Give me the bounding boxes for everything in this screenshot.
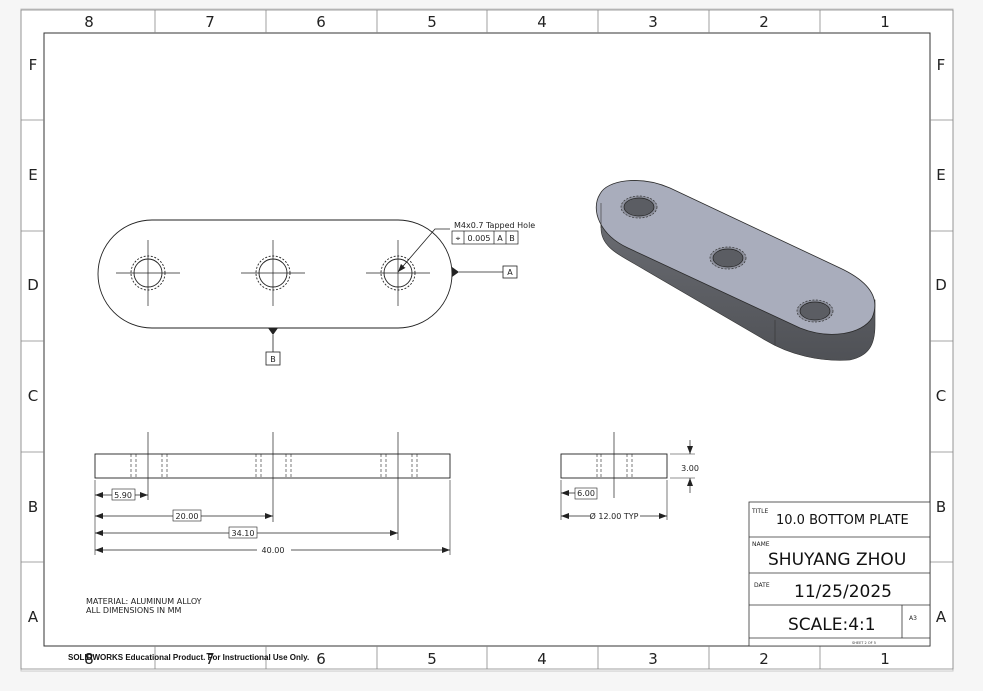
front-hidden-lines	[130, 454, 418, 478]
iso-hole-3	[796, 299, 834, 323]
sheet-size: A3	[909, 615, 917, 622]
zone-col-bottom-6: 6	[316, 650, 326, 668]
tapped-hole-3	[366, 240, 430, 306]
iso-hole-2	[709, 246, 747, 270]
side-hidden-lines	[596, 454, 633, 478]
dim-diameter-12-typ: Ø 12.00 TYP	[590, 511, 639, 521]
dim-40-00: 40.00	[262, 546, 285, 555]
name-field-label: NAME	[752, 541, 770, 548]
sheet-number: SHEET 2 OF 5	[852, 641, 876, 645]
zone-col-bottom-4: 4	[537, 650, 547, 668]
zone-col-top-3: 3	[648, 13, 658, 31]
top-view-outline	[97, 219, 453, 329]
side-view-text: 6.00 3.00 Ø 12.00 TYP	[577, 464, 699, 521]
zone-col-top-8: 8	[84, 13, 94, 31]
zone-row-left-A: A	[28, 608, 39, 626]
dim-6-00: 6.00	[577, 489, 595, 498]
tapped-hole-1	[116, 240, 180, 306]
fcf-position-symbol: ⌖	[456, 234, 461, 243]
zone-row-left-B: B	[28, 498, 38, 516]
zone-row-right-E: E	[936, 166, 945, 184]
zone-col-top-7: 7	[205, 13, 215, 31]
zone-row-left-F: F	[29, 56, 38, 74]
zone-row-right-C: C	[936, 387, 946, 405]
dim-6-00-box	[574, 487, 598, 500]
hole-callout-leader	[397, 228, 450, 273]
front-centerlines	[147, 432, 399, 540]
side-view	[560, 432, 695, 520]
zone-col-bottom-3: 3	[648, 650, 658, 668]
zone-col-bottom-1: 1	[880, 650, 890, 668]
isometric-view	[595, 180, 876, 361]
top-view	[97, 219, 519, 366]
zone-col-bottom-7: 7	[205, 650, 215, 668]
drawing-scale: SCALE:4:1	[788, 615, 876, 635]
date-field-label: DATE	[754, 582, 770, 589]
zone-col-bottom-5: 5	[427, 650, 437, 668]
zone-col-top-4: 4	[537, 13, 547, 31]
hole-callout-label: M4x0.7 Tapped Hole	[454, 221, 535, 230]
datum-b-box	[265, 351, 281, 366]
title-block-text: TITLE 10.0 BOTTOM PLATE NAME SHUYANG ZHO…	[751, 508, 917, 645]
zone-row-left-C: C	[28, 387, 38, 405]
zone-row-left-D: D	[27, 276, 39, 294]
dim-34-10: 34.10	[232, 529, 255, 538]
front-dim-boxes	[111, 488, 258, 539]
zone-row-right-F: F	[937, 56, 946, 74]
fcf-datum-b: B	[509, 234, 515, 243]
zone-ticks	[21, 10, 953, 669]
zone-col-bottom-8: 8	[84, 650, 94, 668]
datum-a-label: A	[507, 268, 513, 277]
zone-col-top-5: 5	[427, 13, 437, 31]
top-view-text: M4x0.7 Tapped Hole ⌖ 0.005 A B A B	[270, 221, 535, 364]
dim-3-00: 3.00	[681, 464, 699, 473]
iso-hole-1	[620, 195, 658, 219]
units-note: ALL DIMENSIONS IN MM	[86, 606, 182, 615]
datum-b-triangle	[268, 328, 278, 335]
tapped-hole-2	[241, 240, 305, 306]
datum-a-triangle	[452, 267, 459, 277]
title-field-label: TITLE	[751, 508, 768, 515]
zone-row-right-D: D	[935, 276, 947, 294]
drafter-name: SHUYANG ZHOU	[768, 550, 906, 570]
datum-a-box	[502, 265, 518, 279]
dim-5-90: 5.90	[114, 491, 132, 500]
solidworks-watermark: SOLIDWORKS Educational Product. For Inst…	[68, 653, 309, 662]
zone-row-right-B: B	[936, 498, 946, 516]
fcf-tolerance: 0.005	[468, 234, 491, 243]
fcf-datum-a: A	[497, 234, 503, 243]
zone-col-top-1: 1	[880, 13, 890, 31]
zone-row-left-E: E	[28, 166, 37, 184]
dim-20-00: 20.00	[176, 512, 199, 521]
zone-labels: 8 7 6 5 4 3 2 1 8 7 6 5 4 3 2 1 F E D C …	[27, 13, 947, 668]
drawing-date: 11/25/2025	[794, 582, 892, 602]
drawing-title: 10.0 BOTTOM PLATE	[776, 513, 909, 528]
front-view-outline	[94, 453, 451, 479]
zone-row-right-A: A	[936, 608, 947, 626]
feature-control-frame	[451, 230, 519, 245]
title-block	[748, 501, 931, 647]
material-note: MATERIAL: ALUMINUM ALLOY	[86, 597, 202, 606]
datum-b-label: B	[270, 355, 276, 364]
zone-col-bottom-2: 2	[759, 650, 769, 668]
front-view-text: 5.90 20.00 34.10 40.00	[114, 491, 291, 555]
zone-col-top-6: 6	[316, 13, 326, 31]
zone-col-top-2: 2	[759, 13, 769, 31]
